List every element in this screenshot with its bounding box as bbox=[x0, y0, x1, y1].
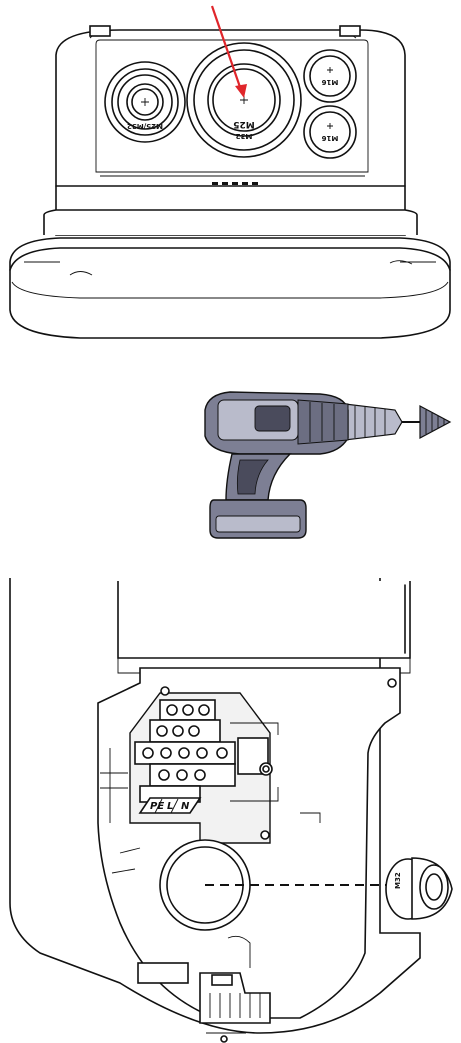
center-gland-sub-label: M32 bbox=[236, 132, 253, 140]
drill-chuck bbox=[344, 403, 403, 441]
center-gland-label: M25 bbox=[233, 119, 254, 129]
drill-body bbox=[204, 391, 349, 539]
right-bottom-gland-label: M16 bbox=[322, 134, 339, 142]
step-drill-bit-icon bbox=[400, 405, 452, 439]
terminal-block: PE L N bbox=[134, 699, 279, 814]
left-gland-label: M25/M32 bbox=[127, 122, 163, 130]
terminal-label-l: L bbox=[167, 801, 173, 812]
right-top-gland-label: M16 bbox=[322, 78, 339, 86]
terminal-labels: PE L N bbox=[138, 797, 202, 814]
drill-with-step-bit bbox=[204, 391, 452, 539]
plug-label: M32 bbox=[394, 872, 402, 889]
blind-plug: M32 bbox=[385, 857, 453, 920]
terminal-label-n: N bbox=[181, 801, 190, 812]
housing-open-view: PE L N M32 bbox=[9, 578, 453, 1043]
mounting-screws bbox=[160, 678, 397, 840]
right-bottom-cable-gland: M16 bbox=[303, 105, 357, 159]
housing-top-view: M25/M32 M25 M32 M16 M16 bbox=[9, 5, 451, 339]
red-arrow-pointer bbox=[210, 5, 247, 98]
bottom-connector bbox=[137, 935, 271, 1043]
left-cable-gland: M25/M32 bbox=[104, 61, 186, 143]
vent-dots bbox=[212, 182, 258, 185]
right-top-cable-gland: M16 bbox=[303, 49, 357, 103]
base-ring bbox=[9, 209, 451, 339]
terminal-label-pe: PE bbox=[150, 801, 164, 812]
center-cable-gland: M25 M32 bbox=[186, 42, 302, 158]
